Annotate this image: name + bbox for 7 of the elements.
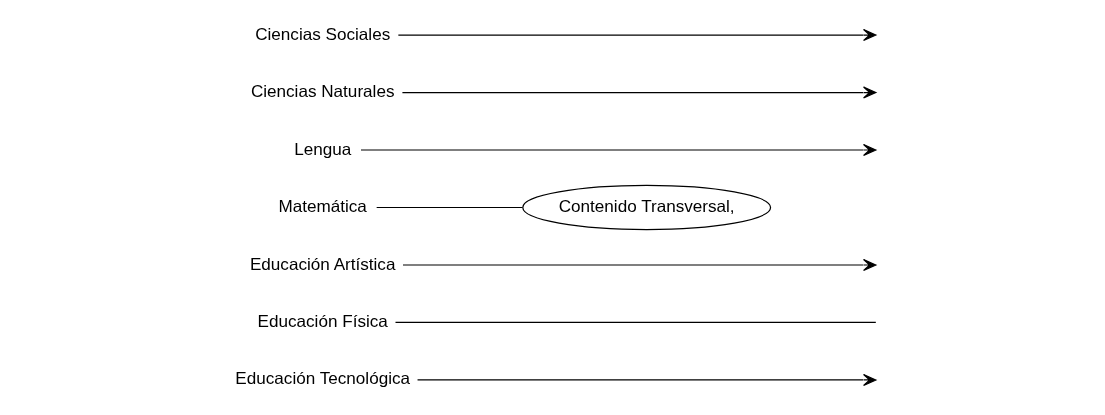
node-text: Educación Tecnológica	[235, 369, 411, 389]
node-text: Ciencias Naturales	[250, 82, 395, 102]
node-text: Educación Artística	[249, 254, 396, 274]
node-text: Matemática	[278, 197, 367, 217]
node-text: Ciencias Sociales	[255, 24, 391, 44]
node-text: Educación Física	[257, 312, 388, 331]
node-text: Lengua	[294, 139, 352, 159]
